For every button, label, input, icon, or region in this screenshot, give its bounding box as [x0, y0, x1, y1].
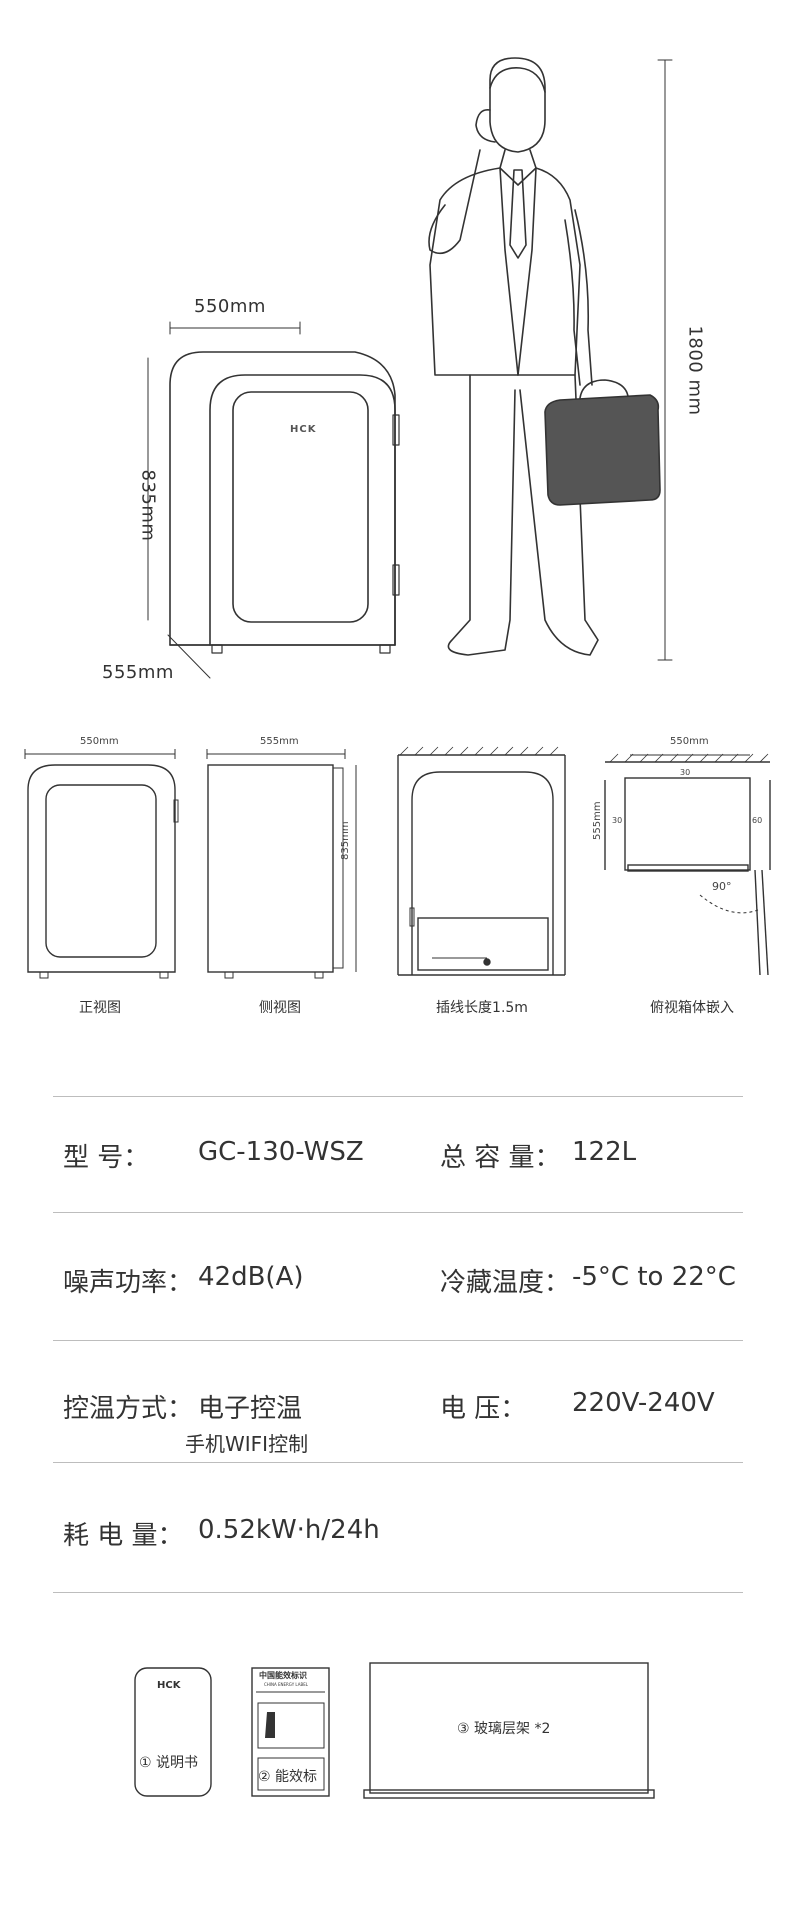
front-width-label: 550mm [80, 736, 119, 747]
shelf-label: ③ 玻璃层架 *2 [457, 1721, 551, 1737]
capacity-value: 122L [572, 1137, 637, 1167]
side-width-label: 555mm [260, 736, 299, 747]
top-view [604, 754, 771, 976]
manual-brand: HCK [157, 1680, 181, 1691]
control-label: 控温方式： [63, 1394, 194, 1424]
top-width-label: 550mm [670, 736, 709, 747]
manual-card [134, 1667, 212, 1797]
energy-value: 0.52kW·h/24h [198, 1515, 380, 1545]
divider [53, 1096, 743, 1097]
views-drawing [24, 746, 771, 979]
caption-side: 侧视图 [259, 1000, 301, 1016]
energy-label-sub: CHINA ENERGY LABEL [264, 1682, 308, 1687]
fridge-3d [169, 351, 400, 654]
caption-front: 正视图 [79, 1000, 121, 1016]
depth-label: 555mm [102, 662, 174, 683]
front-view [24, 749, 179, 979]
hero-drawing [147, 57, 673, 679]
divider [53, 1462, 743, 1463]
angle-label: 90° [712, 880, 732, 893]
divider [53, 1592, 743, 1593]
voltage-value: 220V-240V [572, 1388, 715, 1418]
noise-value: 42dB(A) [198, 1262, 304, 1292]
wall-view [397, 754, 566, 976]
control-sub: 手机WIFI控制 [185, 1432, 309, 1456]
model-value: GC-130-WSZ [198, 1137, 364, 1167]
temp-label: 冷藏温度： [440, 1268, 571, 1298]
model-label: 型 号： [63, 1143, 150, 1173]
side-view [206, 749, 357, 979]
energy-label-header: 中国能效标识 [259, 1671, 307, 1680]
caption-top: 俯视箱体嵌入 [650, 1000, 734, 1016]
voltage-label: 电 压： [440, 1394, 527, 1424]
manual-label: ① 说明书 [139, 1755, 199, 1771]
width-label: 550mm [194, 296, 266, 317]
person-illustration [428, 57, 661, 656]
temp-value: -5°C to 22°C [572, 1262, 736, 1292]
brand-logo: HCK [290, 424, 317, 435]
gap-left-label: 30 [612, 816, 623, 825]
energy-label-caption: ② 能效标 [258, 1769, 318, 1785]
divider [53, 1212, 743, 1213]
gap-top-label: 30 [680, 768, 691, 777]
gap-right-label: 60 [752, 816, 763, 825]
noise-label: 噪声功率： [63, 1268, 194, 1298]
capacity-label: 总 容 量： [440, 1143, 561, 1173]
divider [53, 1340, 743, 1341]
energy-label: 耗 电 量： [63, 1521, 184, 1551]
caption-wall: 插线长度1.5m [436, 1000, 528, 1016]
energy-label-card [251, 1667, 330, 1797]
glass-shelf [369, 1662, 649, 1794]
control-value: 电子控温 [198, 1394, 303, 1424]
depth-dim-line [167, 634, 211, 679]
